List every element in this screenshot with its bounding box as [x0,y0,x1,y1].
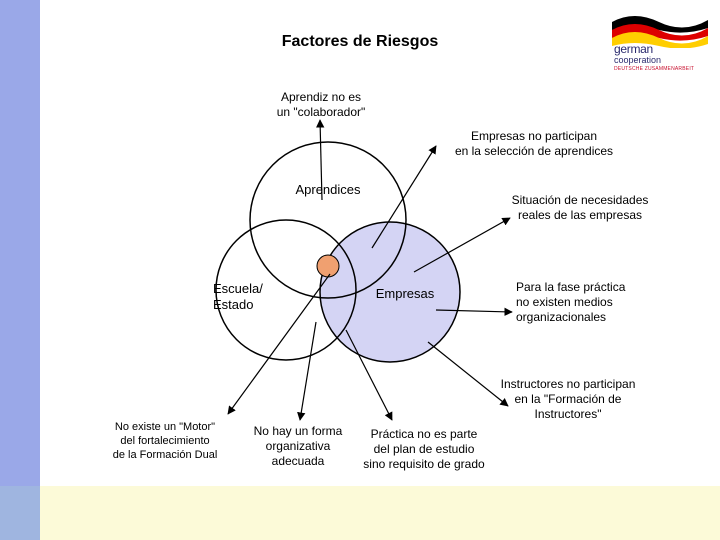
arrow-aprendiz [315,119,325,201]
german-cooperation-logo: german cooperation DEUTSCHE ZUSAMMENARBE… [604,8,714,78]
left-accent-bar-bottom [0,486,40,540]
escuela-label: Escuela/ Estado [213,281,263,312]
bottom-band [40,486,720,540]
arrow-necesidades [413,217,511,273]
empresas-label: Empresas [375,286,435,301]
logo-text-german: german [614,42,653,56]
arrow-forma-org [297,321,317,421]
escuela-circle [215,219,357,361]
arrow-motor [227,273,331,415]
factor-necesidades-label: Situación de necesidades reales de las e… [511,193,649,222]
arrow-practica [345,329,393,421]
factor-instructores-label: Instructores no participan en la "Formac… [500,377,636,421]
factor-forma-org-label: No hay un forma organizativa adecuada [253,424,343,468]
factor-empresas-seleccion-label: Empresas no participan en la selección d… [454,129,614,158]
aprendices-circle [249,141,407,299]
factor-motor-label: No existe un "Motor" del fortalecimiento… [112,421,218,461]
aprendices-label: Aprendices [295,182,361,197]
factor-practica-label: Práctica no es parte del plan de estudio… [363,427,485,471]
arrow-empresas-seleccion [371,145,437,249]
flag-swoosh-icon [612,16,708,49]
logo-text-cooperation: cooperation [614,55,662,65]
arrow-fase-practica [435,307,513,316]
factor-fase-practica-label: Para la fase práctica no existen medios … [516,280,626,324]
empresas-circle [319,221,461,363]
center-dot [316,254,340,278]
arrow-instructores [427,341,509,407]
factor-aprendiz-label: Aprendiz no es un "colaborador" [276,90,366,119]
slide-title: Factores de Riesgos [281,33,439,50]
left-accent-bar [0,0,40,540]
logo-text-deutsche: DEUTSCHE ZUSAMMENARBEIT [614,66,695,72]
